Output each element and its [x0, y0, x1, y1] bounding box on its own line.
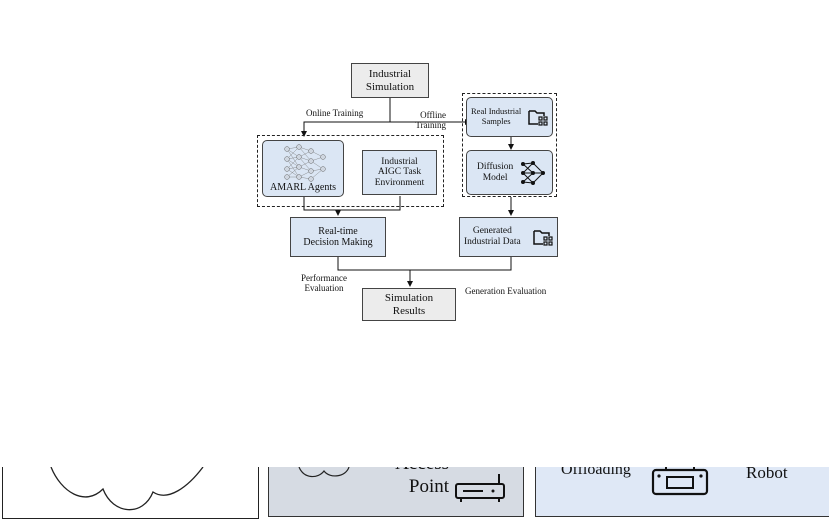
- network-graph-icon: [520, 160, 546, 186]
- online-training-arrow: [301, 121, 390, 137]
- env-down-line: [338, 196, 401, 211]
- folder-grid-icon: [533, 228, 553, 246]
- folder-grid-icon: [528, 108, 548, 126]
- robot-label: Robot: [746, 467, 788, 482]
- industrial-simulation-box: Industrial Simulation: [351, 63, 429, 98]
- real-samples-box: Real Industrial Samples: [466, 97, 553, 137]
- cloud-outline: [298, 467, 350, 478]
- real-samples-label: Real Industrial Samples: [471, 106, 522, 126]
- robot-panel: Offloading Robot: [535, 467, 829, 517]
- task-environment-box: Industrial AIGC Task Environment: [362, 150, 437, 195]
- router-icon: [453, 474, 509, 504]
- offline-training-label: Offline Training: [415, 110, 446, 130]
- decision-making-box: Real-time Decision Making: [290, 217, 386, 257]
- cloud-outline: [50, 467, 204, 511]
- generated-to-results-line: [410, 257, 512, 271]
- online-training-group: [257, 135, 444, 207]
- generated-data-label: Generated Industrial Data: [464, 226, 521, 247]
- generation-evaluation-label: Generation Evaluation: [465, 286, 547, 296]
- diffusion-model-box: Diffusion Model: [466, 150, 553, 195]
- robot-icon: [650, 467, 710, 497]
- offline-training-group: [462, 93, 557, 197]
- amarl-agents-box: AMARL Agents: [262, 140, 344, 197]
- access-point-label: Access Point: [395, 467, 449, 497]
- offloading-label: Offloading: [561, 467, 631, 478]
- amarl-down-line: [303, 196, 338, 211]
- access-point-panel: Access Point: [268, 467, 524, 517]
- simulation-results-box: Simulation Results: [362, 288, 456, 321]
- performance-evaluation-label: Performance Evaluation: [301, 273, 347, 293]
- cloud-panel: [2, 467, 259, 519]
- online-training-label: Online Training: [306, 108, 364, 118]
- diffusion-model-label: Diffusion Model: [477, 161, 514, 183]
- generated-data-box: Generated Industrial Data: [459, 217, 558, 257]
- amarl-agents-label: AMARL Agents: [269, 181, 337, 193]
- neural-network-icon: [281, 143, 329, 183]
- decision-to-results-line: [337, 257, 410, 271]
